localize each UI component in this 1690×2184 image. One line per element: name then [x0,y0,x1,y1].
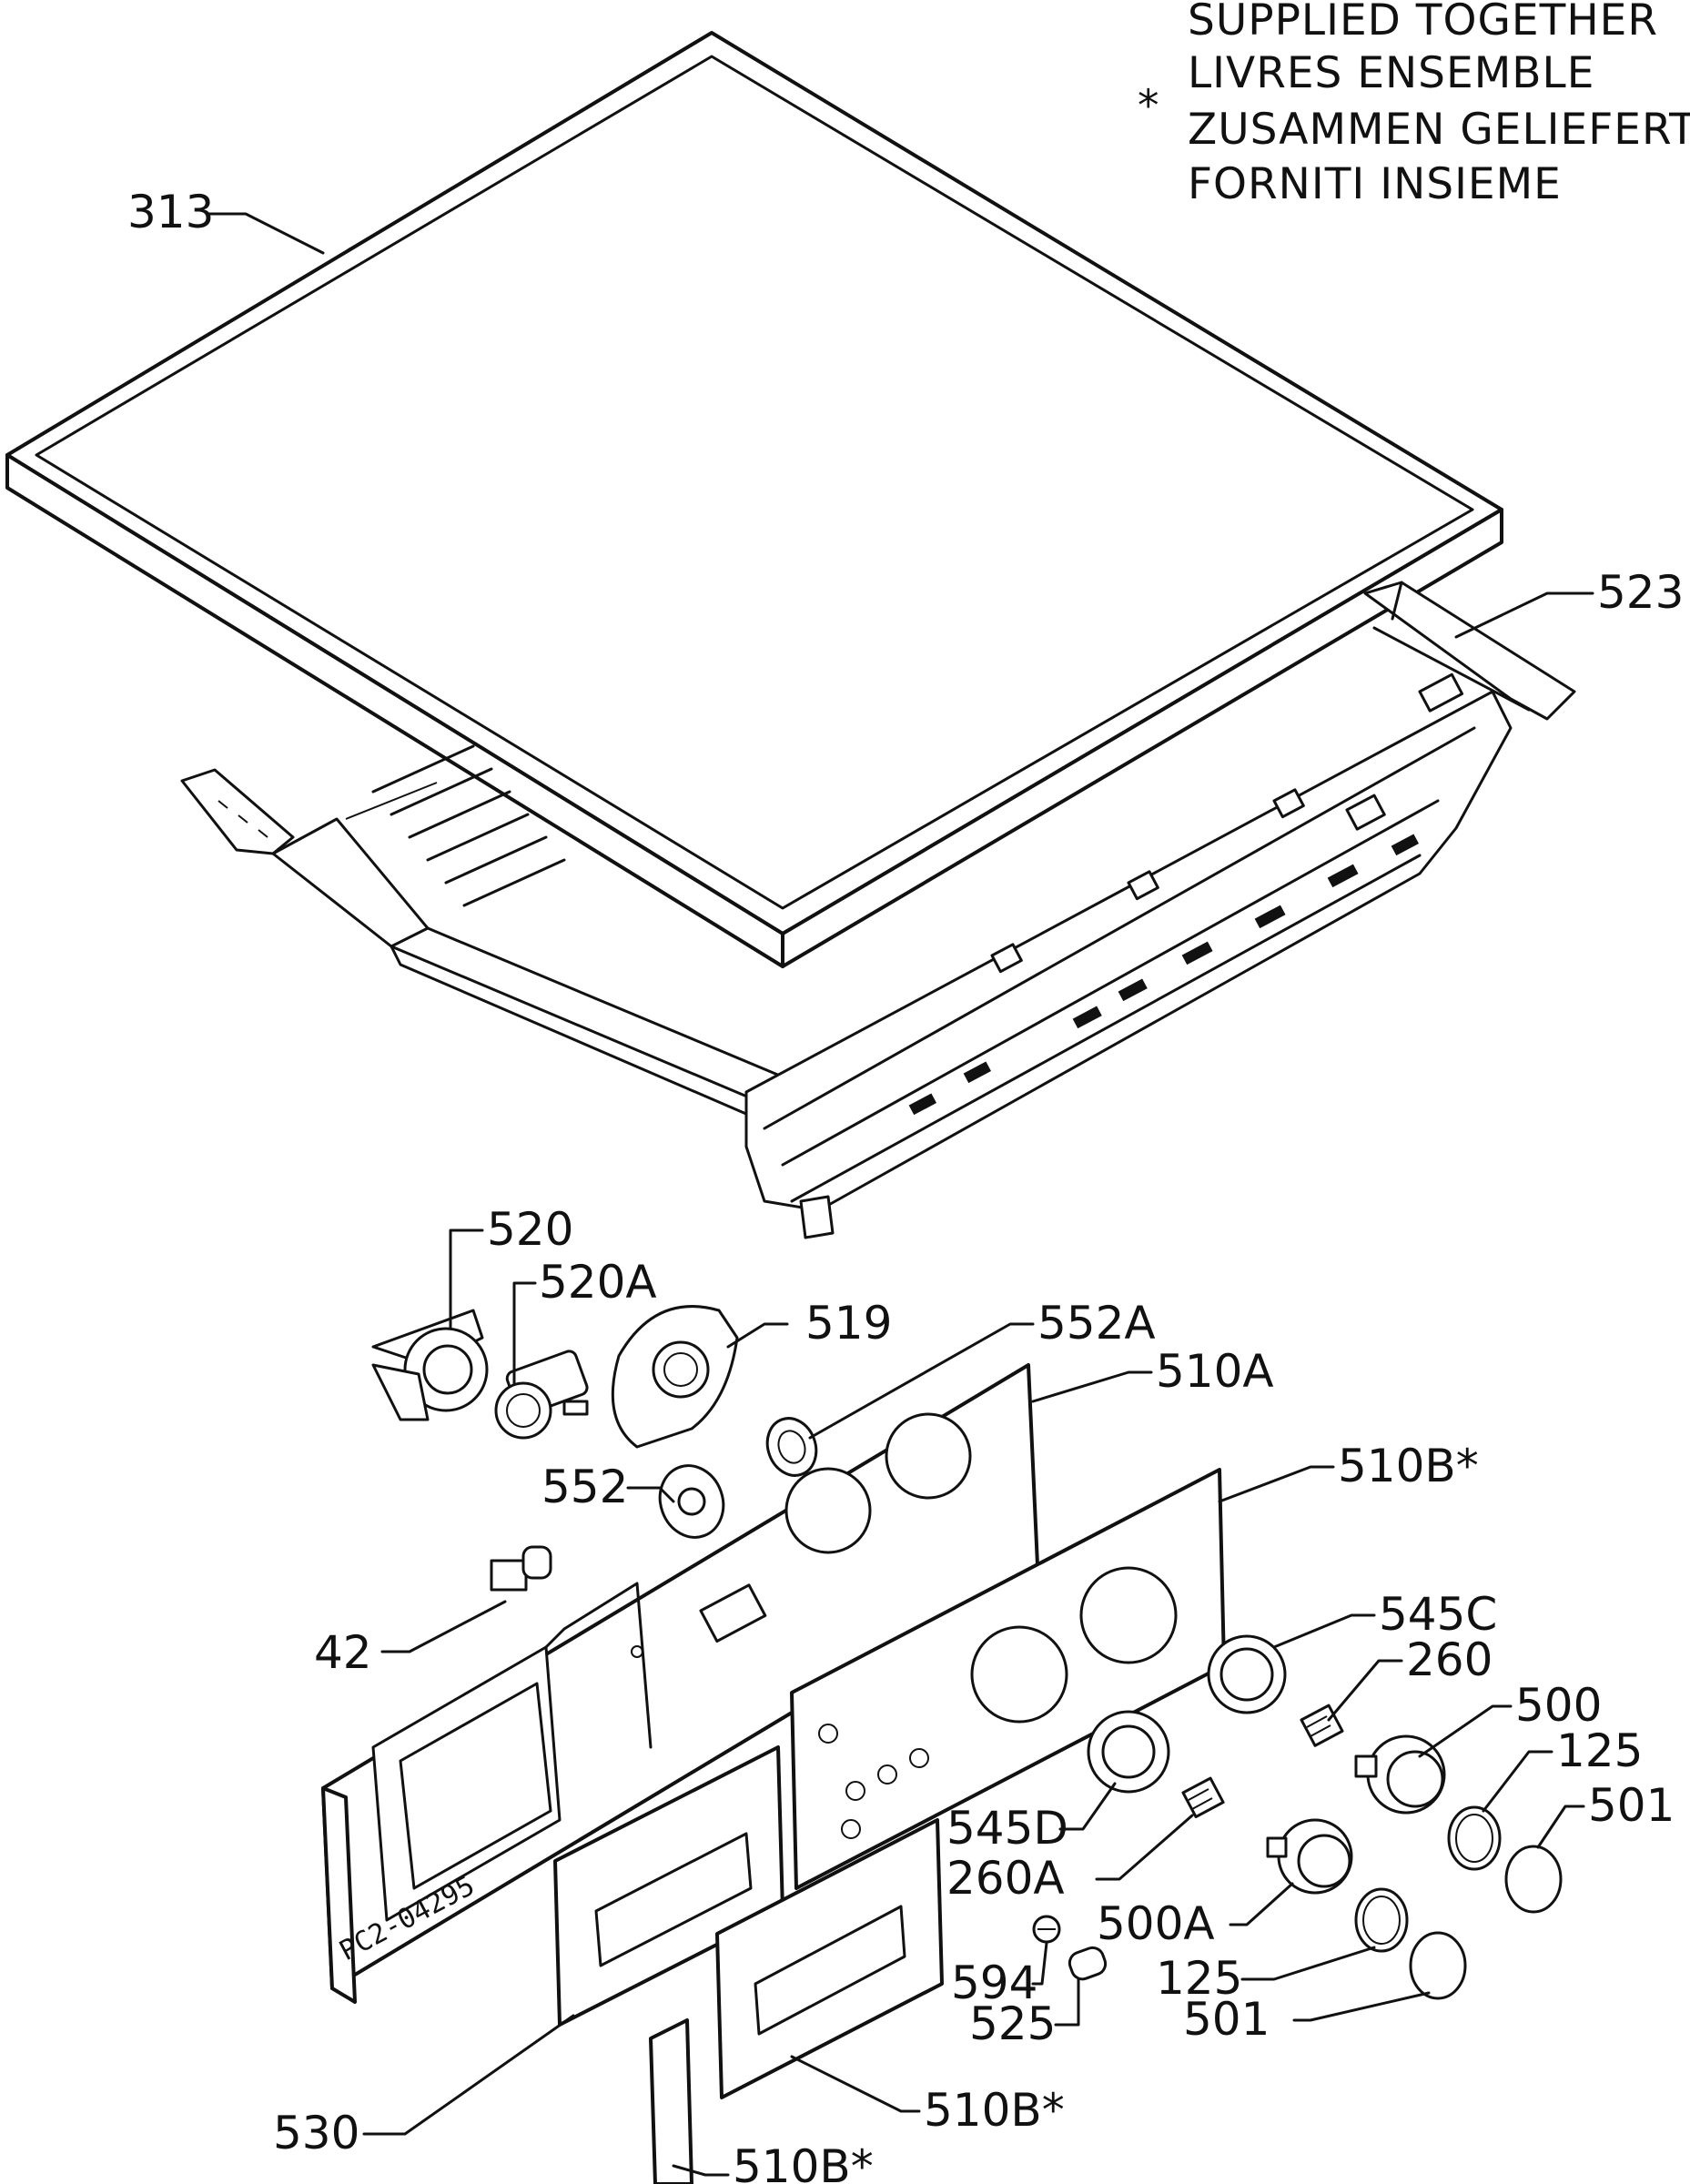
knob-500a [1266,1818,1353,1895]
callout-520: 520 [487,1203,573,1256]
callout-525: 525 [969,1997,1056,2050]
callout-510b-bottom: 510B* [733,2140,874,2184]
callout-260a: 260A [946,1852,1065,1905]
callout-545c: 545C [1379,1588,1497,1641]
strip-510b [649,2018,693,2184]
ring-125b [1354,1887,1409,1953]
cap-501b [1409,1931,1467,2000]
callout-520a: 520A [539,1256,657,1309]
frame-part [180,581,1576,1239]
screw-594 [1032,1915,1061,1944]
callout-501-upper: 501 [1588,1779,1675,1832]
knob-552 [658,1464,725,1539]
callout-500a: 500A [1097,1897,1215,1950]
callout-313: 313 [127,186,214,238]
callout-42: 42 [314,1626,372,1679]
callout-523: 523 [1597,566,1684,619]
frame-slots [908,834,1420,1116]
callout-510b-mid: 510B* [924,2084,1065,2137]
cap-501a [1504,1845,1563,1914]
bezel-545c [1207,1634,1287,1714]
legend-line-en: SUPPLIED TOGETHER [1188,0,1658,46]
callout-552a: 552A [1037,1297,1156,1350]
lamp-525 [1068,1946,1108,1981]
callout-510b-top: 510B* [1338,1440,1479,1492]
callout-260: 260 [1406,1633,1493,1686]
bezel-552a [765,1417,818,1477]
bezel-545d [1087,1710,1170,1794]
leader-lines [206,212,1594,2177]
top-cover-part [5,31,1503,968]
callout-125-lower: 125 [1156,1952,1242,2005]
frame-ribs [371,744,566,907]
switch-520 [371,1309,489,1421]
ring-125a [1447,1805,1502,1871]
legend-line-de: ZUSAMMEN GELIEFERT [1188,105,1690,155]
callout-501-lower: 501 [1183,1993,1270,2046]
switch-519 [611,1305,739,1449]
panel-510b-window [715,1818,944,2099]
callout-510a: 510A [1156,1345,1274,1398]
legend: * SUPPLIED TOGETHER LIVRES ENSEMBLE ZUSA… [1138,0,1690,209]
callout-530: 530 [273,2107,359,2159]
control-panel-510b [790,1468,1226,1890]
callout-519: 519 [805,1297,892,1350]
callout-594: 594 [951,1956,1037,2009]
callout-545d: 545D [946,1802,1068,1855]
legend-asterisk: * [1138,81,1160,131]
callout-552: 552 [541,1461,628,1513]
knob-500 [1354,1734,1446,1815]
callouts: 313 523 520 520A 519 552A 510A 510B* 552… [127,186,1684,2184]
legend-line-fr: LIVRES ENSEMBLE [1188,48,1594,98]
callout-125-upper: 125 [1556,1724,1643,1777]
spring-260a [1181,1776,1225,1818]
callout-500: 500 [1515,1679,1602,1732]
legend-line-it: FORNITI INSIEME [1188,159,1562,209]
frame-windows [990,672,1464,974]
lamp-42 [490,1545,552,1592]
switch-520a [494,1350,589,1440]
